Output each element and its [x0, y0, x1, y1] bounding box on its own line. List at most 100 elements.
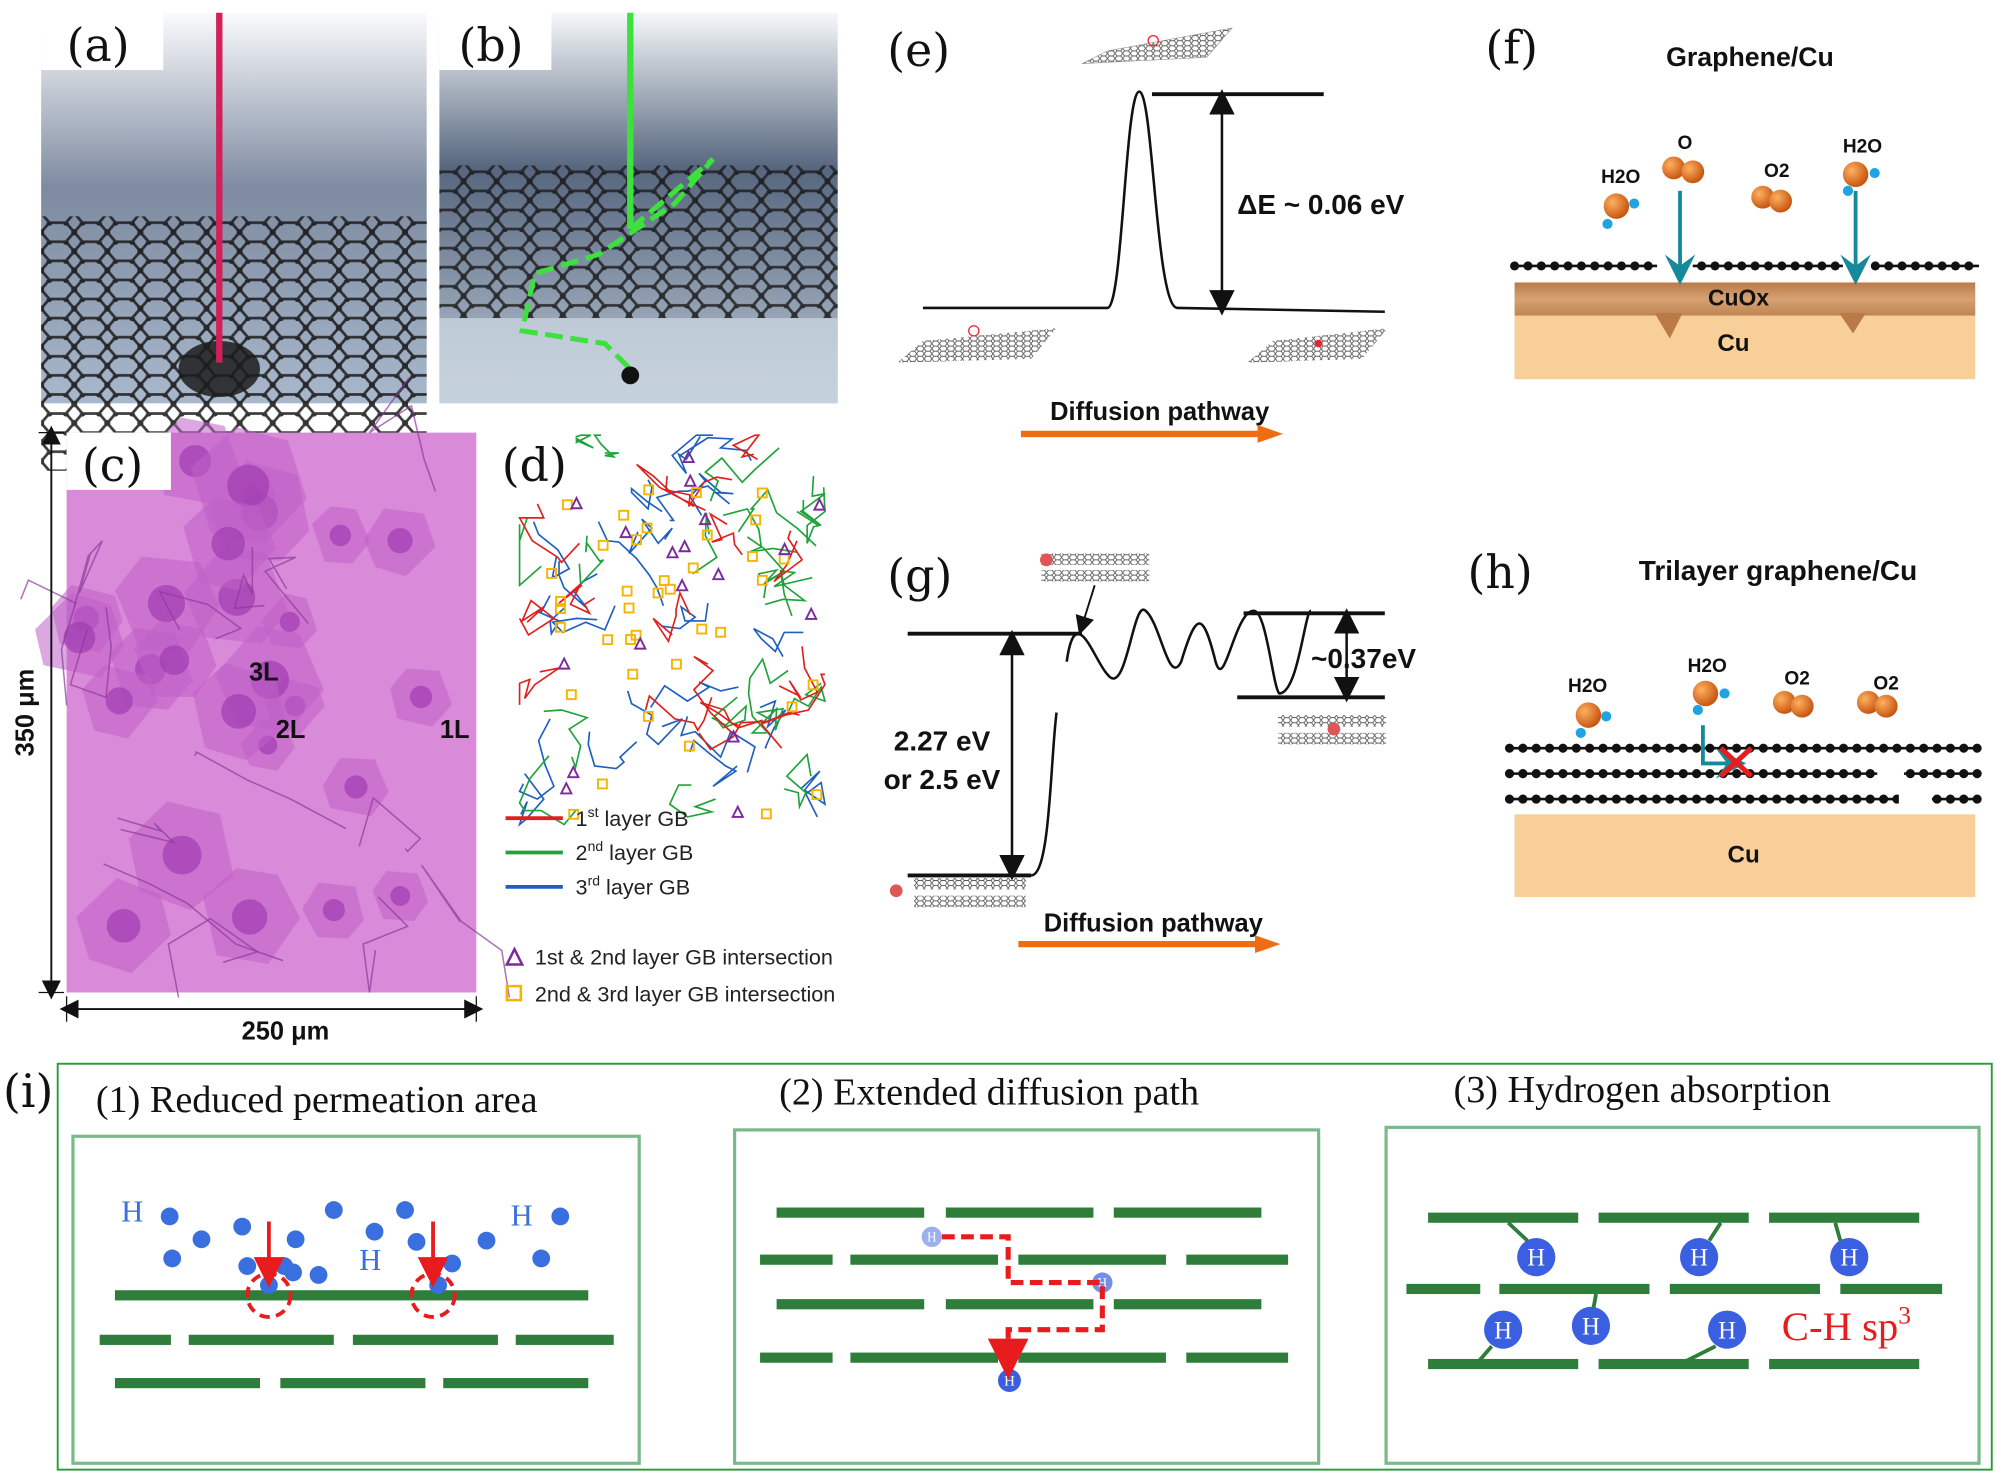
carbon-atom — [1638, 769, 1648, 779]
hydrogen-atom — [443, 1254, 462, 1273]
carbon-atom — [1598, 743, 1608, 753]
hydrogen-atom — [1484, 1310, 1523, 1349]
intersection-square — [641, 522, 653, 534]
intersection-square — [760, 808, 772, 820]
hydrogen-atom — [551, 1207, 570, 1226]
grain-boundary-line — [784, 752, 812, 810]
carbon-atom — [1732, 794, 1742, 804]
carbon-atom — [1665, 794, 1675, 804]
carbon-atom — [1758, 769, 1768, 779]
graphene-bar — [1769, 1212, 1920, 1223]
grain-boundary-line — [587, 731, 638, 770]
carbon-atom — [1545, 743, 1555, 753]
graphene-bar — [443, 1378, 589, 1389]
graphene-bar — [1018, 1352, 1166, 1363]
subtitle-3: (3) Hydrogen absorption — [1454, 1069, 1831, 1111]
hydrogen-atom — [160, 1207, 179, 1226]
graphene-bar — [1840, 1283, 1943, 1295]
carbon-atom — [1678, 794, 1688, 804]
intersection-square — [561, 499, 573, 511]
subtitle-2: (2) Extended diffusion path — [779, 1071, 1199, 1113]
intersection-triangle — [675, 578, 689, 592]
intersection-triangle — [726, 729, 741, 743]
carbon-atom — [1812, 769, 1822, 779]
panel-label-e: (e) — [887, 23, 950, 77]
species-h2o-h1: H2O — [1568, 676, 1607, 697]
grain-boundary — [157, 590, 243, 640]
carbon-atom — [1879, 794, 1889, 804]
carbon-atom — [1838, 769, 1849, 779]
legend: 1st layer GB 2nd layer GB 3rd layer GB 1… — [504, 804, 835, 1006]
grain-boundary-line — [517, 773, 545, 827]
grain-boundary — [263, 556, 309, 624]
carbon-atom — [1705, 769, 1715, 779]
intersection-square — [597, 539, 609, 551]
diffusion-path-i — [942, 1234, 1105, 1380]
grain-boundary-network — [517, 434, 827, 827]
intersection-square — [684, 740, 695, 752]
island-nucleus — [221, 693, 257, 729]
carbon-atom — [1732, 769, 1742, 779]
grain-boundary-line — [708, 511, 743, 556]
intersection-square — [627, 668, 639, 680]
hydrogen-atom — [477, 1231, 496, 1250]
panel-f: (f) Graphene/Cu CuOx Cu H2O O O2 H2O — [1485, 21, 1980, 380]
graphene-bar — [1428, 1358, 1579, 1370]
intersection-triangle — [711, 566, 726, 581]
energy-right: ~0.37eV — [1311, 643, 1416, 674]
grain-boundary — [73, 540, 103, 607]
intersection-square — [664, 583, 676, 595]
grain-boundary-line — [679, 716, 756, 773]
carbon-atom — [1790, 261, 1800, 271]
graphene-bar — [188, 1334, 334, 1345]
graphene-bar — [1769, 1358, 1920, 1370]
carbon-atom — [1812, 743, 1822, 753]
legend-2nd-layer: 2nd layer GB — [576, 838, 694, 865]
carbon-atom — [1838, 743, 1849, 753]
energy-curve-g — [1030, 608, 1313, 877]
carbon-atom — [1531, 794, 1541, 804]
intersection-square — [565, 689, 577, 701]
intersection-square — [671, 658, 682, 670]
carbon-atom — [1651, 743, 1662, 753]
island-nucleus — [211, 526, 246, 561]
carbon-atom — [1870, 261, 1880, 271]
carbon-atom — [1772, 794, 1782, 804]
intersection-square — [750, 514, 762, 526]
carbon-atom — [1905, 743, 1915, 753]
carbon-atom — [1798, 769, 1809, 779]
grain-boundary-line — [737, 488, 817, 547]
carbon-atom — [1932, 769, 1942, 779]
graphene-bar — [99, 1334, 171, 1345]
carbon-atom — [1638, 743, 1648, 753]
molecules: H2O O O2 H2O — [1601, 133, 1882, 230]
carbon-atom — [1558, 743, 1568, 753]
graphene-bar — [1018, 1254, 1166, 1265]
grain-boundary-line — [671, 434, 713, 474]
grain-boundary-line — [636, 463, 706, 511]
intersection-square — [690, 487, 702, 499]
subtitle-1: (1) Reduced permeation area — [96, 1079, 538, 1121]
carbon-atom — [1830, 261, 1840, 271]
island-nucleus — [279, 611, 300, 632]
grain-boundary — [167, 917, 260, 998]
grain-boundary — [233, 547, 265, 610]
carbon-atom — [1705, 794, 1715, 804]
grain-boundary-line — [626, 690, 684, 746]
blocked-x-icon — [1719, 746, 1753, 779]
hydrogen-atom — [1517, 1238, 1556, 1277]
carbon-atom — [1785, 794, 1795, 804]
carbon-atom — [1710, 261, 1720, 271]
intersection-triangle — [557, 656, 571, 670]
carbon-atom — [1772, 769, 1782, 779]
carbon-atom — [1897, 261, 1907, 271]
species-h2o-h2: H2O — [1688, 656, 1727, 677]
ch-bond — [1833, 1222, 1843, 1242]
title-h: Trilayer graphene/Cu — [1639, 555, 1917, 586]
carbon-atom — [1518, 769, 1528, 779]
panel-h: (h) Trilayer graphene/Cu Cu H2O H2O O2 O… — [1468, 545, 1982, 898]
carbon-atom — [1638, 794, 1648, 804]
grain-boundary-line — [747, 657, 789, 737]
carbon-atom — [1536, 261, 1546, 271]
carbon-atom — [1937, 261, 1947, 271]
